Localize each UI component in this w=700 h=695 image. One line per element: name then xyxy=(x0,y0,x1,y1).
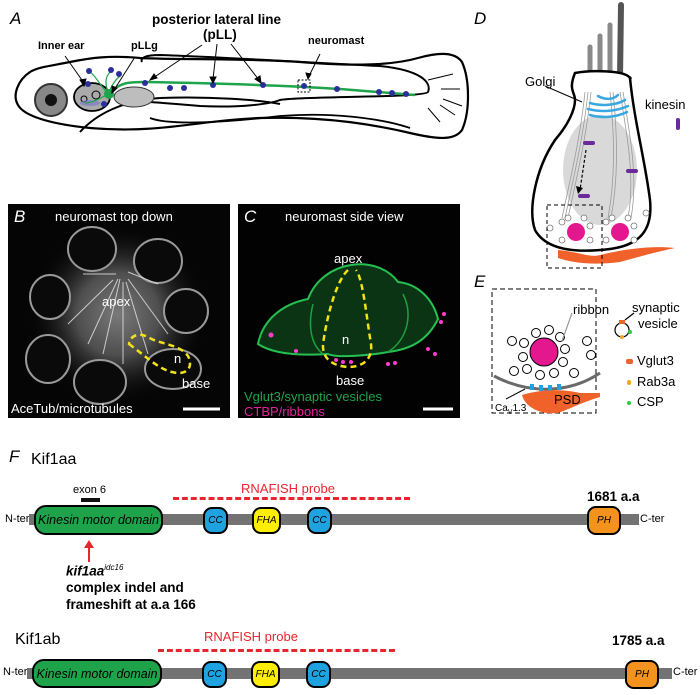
panel-letter-b: B xyxy=(14,207,26,226)
protein-name: Kif1ab xyxy=(15,631,61,648)
n-terminus-label: N-ter xyxy=(5,513,30,525)
golgi xyxy=(586,93,630,119)
domain-cc-2: CC xyxy=(307,507,332,534)
ribbon-left xyxy=(567,223,585,241)
base-label-c: base xyxy=(336,373,365,388)
hair-cell-outline xyxy=(321,269,373,369)
afferent-terminal xyxy=(558,247,675,264)
domain-kinesin-motor: Kinesin motor domain xyxy=(32,659,162,688)
exon-6-marker xyxy=(81,498,100,502)
domain-fha: FHA xyxy=(251,661,280,688)
panel-c-micrograph: C neuromast side view apex n base Vglut3… xyxy=(238,204,460,418)
panel-letter-d: D xyxy=(474,9,487,28)
neuromast-label: neuromast xyxy=(308,35,365,47)
panel-letter-c: C xyxy=(244,207,257,226)
n-terminus-label: N-ter xyxy=(3,666,28,678)
neuromast-side-view-image xyxy=(256,263,453,411)
golgi-label: Golgi xyxy=(525,74,556,89)
synapse-zoom-box xyxy=(546,204,603,269)
protein-length: 1681 a.a xyxy=(587,489,640,504)
domain-ph: PH xyxy=(587,506,621,535)
ribbon-right xyxy=(611,223,629,241)
psd xyxy=(522,390,600,414)
base-label-b: base xyxy=(182,376,211,391)
domain-ph: PH xyxy=(625,660,659,689)
psd-label: PSD xyxy=(554,392,581,407)
synapse-frame xyxy=(491,288,597,414)
nucleus-label-b: n xyxy=(174,351,182,366)
allele-superscript: idc16 xyxy=(104,563,124,572)
panel-b-title: neuromast top down xyxy=(55,209,173,224)
hair-cell-diagram xyxy=(531,2,680,269)
domain-kinesin-motor: Kinesin motor domain xyxy=(34,505,163,535)
panel-letter-f: F xyxy=(9,447,20,466)
domain-cc-1: CC xyxy=(202,661,227,688)
protein-name: Kif1aa xyxy=(31,451,77,468)
domain-cc-2: CC xyxy=(306,661,331,688)
stain-label-c-vglut3: Vglut3/synaptic vesicles xyxy=(244,389,383,404)
neuromast-top-down-image xyxy=(25,222,220,411)
protein-backbone xyxy=(29,514,639,525)
hair-cell-outline xyxy=(127,333,192,375)
legend-swatch-csp xyxy=(627,401,631,405)
panel-letter-a: A xyxy=(10,9,22,28)
ribbon-synapse-diagram xyxy=(491,288,601,414)
protein-backbone xyxy=(27,668,672,679)
neuromasts xyxy=(85,67,409,107)
stain-label-b: AceTub/microtubules xyxy=(11,401,133,416)
domain-cc-1: CC xyxy=(203,507,228,534)
cav-rest: 1.3 xyxy=(512,403,527,414)
protein-length: 1785 a.a xyxy=(612,633,665,648)
probe-label: RNAFISH probe xyxy=(241,481,335,496)
legend-swatch-vglut3 xyxy=(626,359,633,364)
synaptic-vesicle-label-2: vesicle xyxy=(638,316,678,331)
inner-ear-label: Inner ear xyxy=(38,40,85,52)
probe-range xyxy=(173,497,410,500)
c-terminus-label: C-ter xyxy=(673,666,698,678)
ribbon-label: ribbon xyxy=(573,302,610,317)
mutation-description-1: complex indel and xyxy=(66,580,184,595)
ribbon xyxy=(529,337,559,367)
cav13-label: CaV1.3 xyxy=(495,403,526,416)
pll-abbrev: (pLL) xyxy=(203,27,237,42)
exon-label: exon 6 xyxy=(73,484,107,496)
nucleus-label-c: n xyxy=(342,332,350,347)
cav-sub: V xyxy=(507,409,513,416)
probe-label: RNAFISH probe xyxy=(204,629,298,644)
legend-label-rab3a: Rab3a xyxy=(637,374,676,389)
legend-label-vglut3: Vglut3 xyxy=(637,353,674,368)
apex-label-c: apex xyxy=(334,251,363,266)
mutation-description-2: frameshift at a.a 166 xyxy=(66,597,196,612)
mutation-arrow-icon xyxy=(84,540,94,562)
zebrafish-larva-diagram xyxy=(14,43,470,139)
mutation-allele: kif1aaidc16 xyxy=(66,563,123,579)
apex-label-b: apex xyxy=(102,294,131,309)
panel-c-title: neuromast side view xyxy=(285,209,404,224)
legend-swatch-rab3a xyxy=(627,380,631,385)
kinesin-motors xyxy=(578,118,680,198)
domain-fha: FHA xyxy=(252,507,281,534)
synaptic-vesicle-label-1: synaptic xyxy=(632,300,680,315)
panel-b-micrograph: B neuromast top down apex n base AceTub/… xyxy=(8,204,230,418)
pllg-label: pLLg xyxy=(131,40,158,52)
allele-name: kif1aa xyxy=(66,563,105,579)
panel-letter-e: E xyxy=(474,272,486,291)
kinesin-label: kinesin xyxy=(645,97,686,112)
posterior-body-ellipse xyxy=(113,86,155,108)
cav-main: Ca xyxy=(495,403,508,414)
c-terminus-label: C-ter xyxy=(640,513,665,525)
probe-range xyxy=(158,649,395,652)
synaptic-vesicle-icon xyxy=(614,312,635,339)
stain-label-c-ctbp: CTBP/ribbons xyxy=(244,404,325,418)
pll-title: posterior lateral line xyxy=(152,12,282,27)
legend-label-csp: CSP xyxy=(637,394,664,409)
neuromast-highlight-box xyxy=(297,79,311,93)
